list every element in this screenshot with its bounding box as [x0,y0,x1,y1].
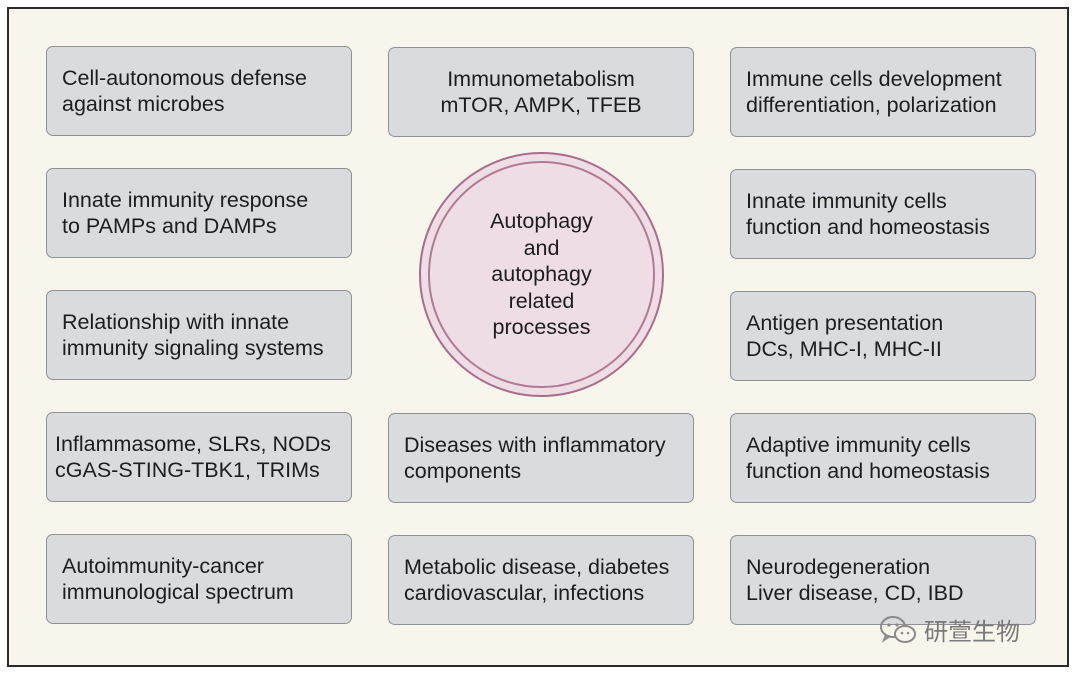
center-line: processes [492,315,591,340]
box-immunometabolism: Immunometabolism mTOR, AMPK, TFEB [388,47,694,137]
box-line: Adaptive immunity cells [746,433,971,457]
box-line: cGAS-STING-TBK1, TRIMs [55,458,320,482]
box-line: function and homeostasis [746,215,990,239]
box-line: to PAMPs and DAMPs [62,214,277,238]
box-inflammasome: Inflammasome, SLRs, NODs cGAS-STING-TBK1… [46,412,352,502]
center-line: Autophagy [490,209,593,234]
box-innate-immunity-response: Innate immunity response to PAMPs and DA… [46,168,352,258]
box-immune-cells-development: Immune cells development differentiation… [730,47,1036,137]
box-line: cardiovascular, infections [404,581,645,605]
box-line: Autoimmunity-cancer [62,554,264,578]
box-line: immunity signaling systems [62,336,324,360]
box-line: components [404,459,522,483]
watermark-text: 研萱生物 [924,618,1020,646]
box-line: Metabolic disease, diabetes [404,555,670,579]
watermark: 研萱生物 [878,612,1020,647]
center-line: and [523,235,560,260]
box-cell-autonomous-defense: Cell-autonomous defense against microbes [46,46,352,136]
box-diseases-inflammatory: Diseases with inflammatory components [388,413,694,503]
box-line: differentiation, polarization [746,93,997,117]
box-line: DCs, MHC-I, MHC-II [746,337,942,361]
box-line: Innate immunity cells [746,189,947,213]
box-line: Cell-autonomous defense [62,66,308,90]
box-metabolic-disease: Metabolic disease, diabetes cardiovascul… [388,535,694,625]
box-line: Inflammasome, SLRs, NODs [55,432,331,456]
center-line: autophagy [491,262,592,287]
box-neurodegeneration: Neurodegeneration Liver disease, CD, IBD [730,535,1036,625]
box-line: mTOR, AMPK, TFEB [440,93,642,117]
box-line: Immunometabolism [447,67,635,91]
box-line: Relationship with innate [62,310,290,334]
box-line: Antigen presentation [746,311,944,335]
box-innate-signaling-relationship: Relationship with innate immunity signal… [46,290,352,380]
box-line: Innate immunity response [62,188,309,212]
box-line: Liver disease, CD, IBD [746,581,964,605]
box-line: function and homeostasis [746,459,990,483]
wechat-icon [880,615,916,643]
box-autoimmunity-cancer: Autoimmunity-cancer immunological spectr… [46,534,352,624]
center-line: related [508,288,575,313]
box-line: immunological spectrum [62,580,294,604]
box-innate-immunity-cells: Innate immunity cells function and homeo… [730,169,1036,259]
center-label: Autophagy and autophagy related processe… [428,161,655,388]
box-line: Immune cells development [746,67,1002,91]
box-line: against microbes [62,92,225,116]
box-antigen-presentation: Antigen presentation DCs, MHC-I, MHC-II [730,291,1036,381]
box-line: Diseases with inflammatory [404,433,666,457]
box-line: Neurodegeneration [746,555,931,579]
box-adaptive-immunity-cells: Adaptive immunity cells function and hom… [730,413,1036,503]
